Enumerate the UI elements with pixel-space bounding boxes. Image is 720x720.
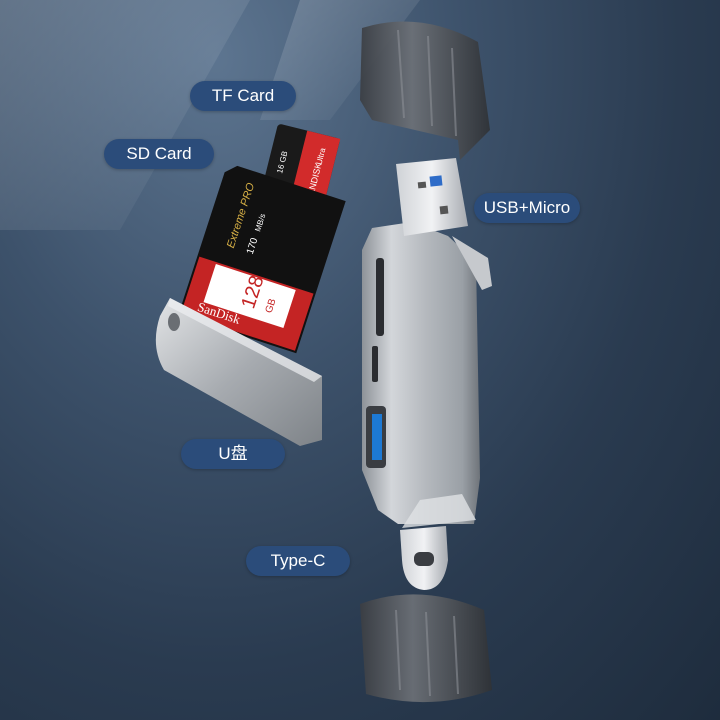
sd-card-unit: GB <box>264 297 279 314</box>
light-beam <box>0 0 250 230</box>
usb-a-port-tongue <box>372 414 382 460</box>
sd-slot <box>376 258 384 336</box>
tf-slot <box>372 346 378 382</box>
usb-a-plug <box>396 158 468 236</box>
bottom-cap <box>360 594 492 703</box>
top-cap <box>360 21 490 160</box>
u-disk-label: U盘 <box>181 439 285 469</box>
type-c-plug <box>400 526 448 590</box>
usb-micro-label: USB+Micro <box>474 193 580 223</box>
type-c-label: Type-C <box>246 546 350 576</box>
sd-card-speed: 170 <box>245 236 261 256</box>
card-reader-body <box>362 222 492 528</box>
u-disk <box>155 298 322 446</box>
tf-card-line: Ultra <box>315 146 328 165</box>
tf-card-label: TF Card <box>190 81 296 111</box>
sd-card-label: SD Card <box>104 139 214 169</box>
